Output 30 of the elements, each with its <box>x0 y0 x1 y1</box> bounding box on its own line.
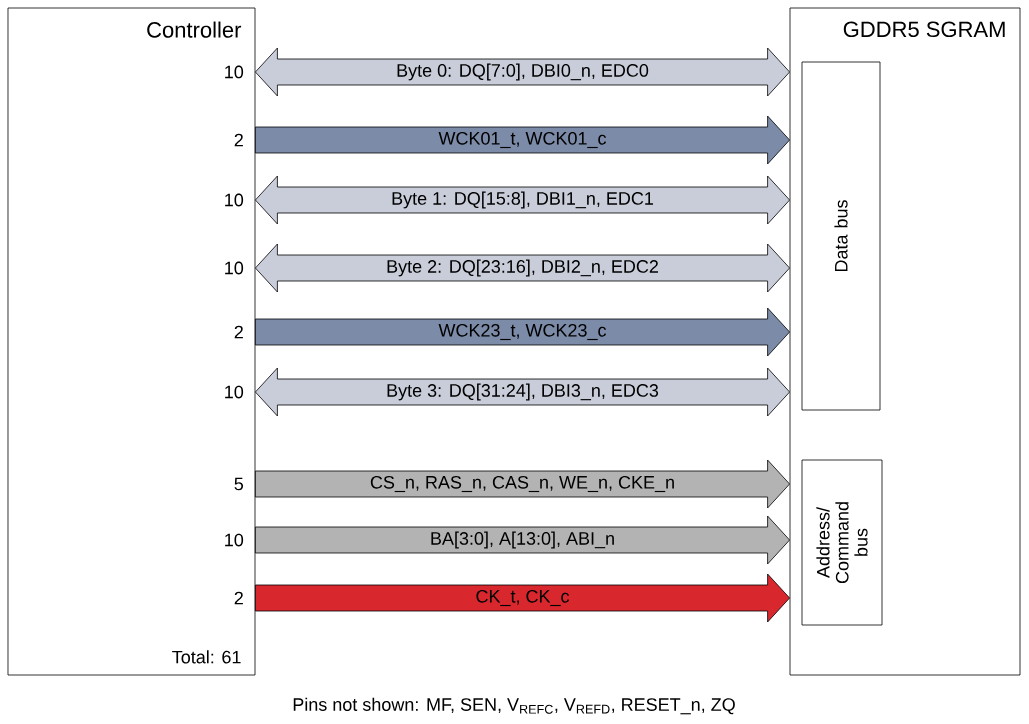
edge-label: Byte 2: DQ[23:16], DBI2_n, EDC2 <box>387 259 658 277</box>
edge-label: WCK23_t, WCK23_c <box>438 323 607 341</box>
edge-label: BA[3:0], A[13:0], ABI_n <box>431 531 614 549</box>
block-arrow <box>255 47 790 97</box>
bus-box: Data bus <box>801 61 881 411</box>
pin-count: 10 <box>225 193 244 207</box>
edge-label: WCK01_t, WCK01_c <box>438 131 607 149</box>
block-arrow <box>255 243 790 293</box>
edge-label: Byte 1: DQ[15:8], DBI1_n, EDC1 <box>392 191 653 209</box>
block-arrow <box>255 459 790 509</box>
edge-label: CS_n, RAS_n, CAS_n, WE_n, CKE_n <box>370 475 674 493</box>
block-arrow <box>255 573 790 623</box>
edge-label: Byte 3: DQ[31:24], DBI3_n, EDC3 <box>387 383 659 401</box>
pin-count: 10 <box>225 65 244 79</box>
pin-count: 10 <box>225 385 244 399</box>
pin-count: 10 <box>225 261 244 275</box>
caption: Pins not shown: MF, SEN, V$_{REFC}$, V$_{REFD}$, RESET_n, ZQ <box>293 697 735 715</box>
block-arrow <box>255 515 790 565</box>
pin-count: 2 <box>234 591 243 605</box>
pin-count: 10 <box>225 533 244 547</box>
block-arrow <box>255 307 790 357</box>
block-arrow <box>255 115 790 165</box>
edge-label: CK_t, CK_c <box>476 589 570 607</box>
block-arrow <box>255 175 790 225</box>
block-arrow <box>255 367 790 417</box>
edge-label: Byte 0: DQ[7:0], DBI0_n, EDC0 <box>397 63 649 81</box>
pin-count: 2 <box>234 133 243 147</box>
pin-count: 2 <box>234 325 243 339</box>
bus-box: Address/ Command bus <box>801 459 883 626</box>
pin-count: 5 <box>234 477 244 491</box>
